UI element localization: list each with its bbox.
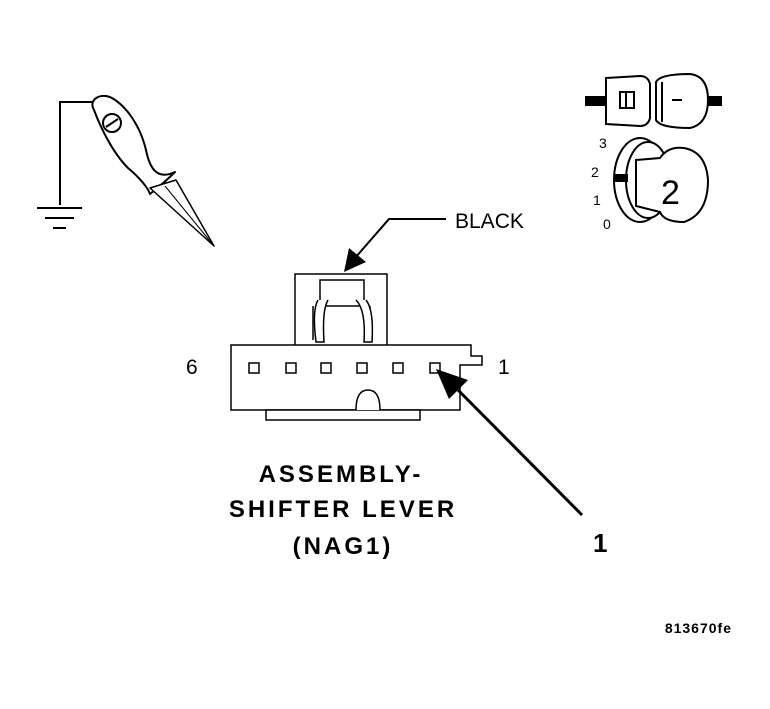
- scale-label-1: 1: [593, 192, 601, 208]
- ground-symbol: [37, 101, 98, 229]
- connector-body: [230, 273, 483, 421]
- color-leader-arrowhead: [344, 248, 366, 272]
- caption-line-2: SHIFTER LEVER: [229, 496, 457, 523]
- test-probe-icon: [91, 94, 215, 247]
- scale-label-0: 0: [603, 216, 611, 232]
- figure-id: 813670fe: [665, 620, 732, 636]
- connector-color-label: BLACK: [455, 210, 524, 233]
- scale-label-2: 2: [591, 164, 599, 180]
- callout-leader-line: [456, 388, 584, 517]
- pin-label-6: 6: [186, 356, 198, 379]
- position-selector-icon: [585, 72, 722, 224]
- callout-number: 1: [593, 528, 607, 558]
- color-leader-line: [354, 218, 446, 259]
- knob-number: 2: [661, 174, 680, 212]
- connector-pins: [248, 362, 441, 374]
- callout-arrowhead: [436, 369, 468, 399]
- pin-label-1: 1: [498, 356, 510, 379]
- caption-line-3: (NAG1): [293, 533, 394, 560]
- caption-line-1: ASSEMBLY-: [259, 461, 424, 488]
- scale-label-3: 3: [599, 135, 607, 151]
